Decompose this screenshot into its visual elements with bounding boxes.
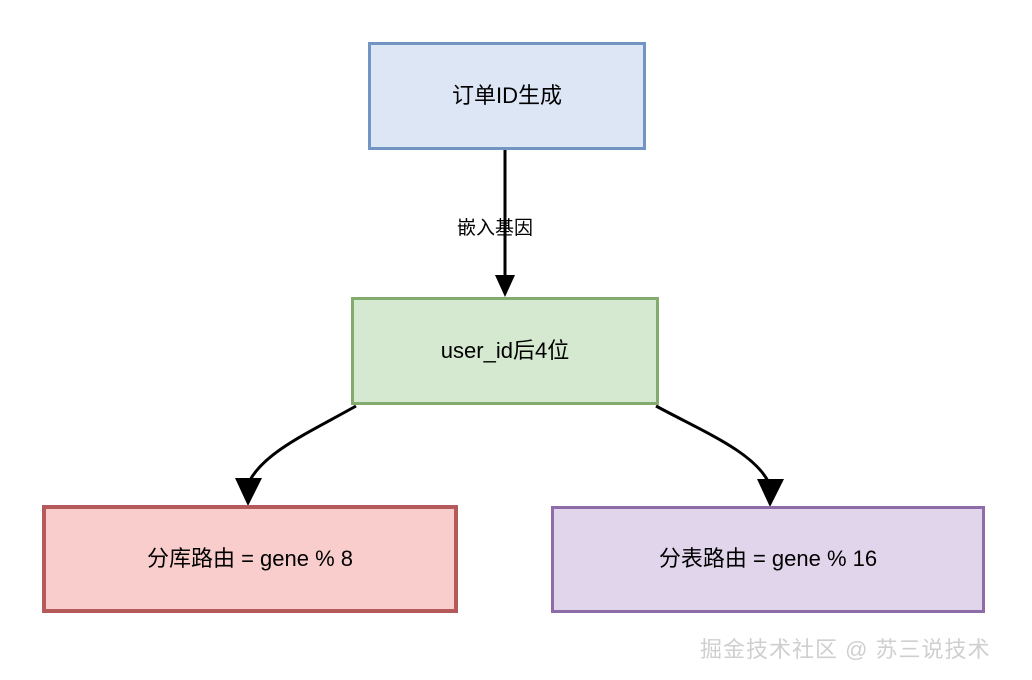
node-database-route-label: 分库路由 = gene % 8 bbox=[146, 545, 354, 571]
node-user-id-gene[interactable]: user_id后4位 bbox=[351, 297, 659, 405]
node-order-id-generation-label: 订单ID生成 bbox=[451, 82, 562, 108]
node-table-route[interactable]: 分表路由 = gene % 16 bbox=[551, 506, 985, 613]
edge-gene-to-db bbox=[235, 404, 357, 506]
edge-gene-to-table-arrowhead bbox=[757, 479, 784, 507]
edge-gene-to-db-line bbox=[247, 404, 357, 483]
edge-gene-to-db-arrowhead bbox=[235, 478, 262, 506]
edge-order-to-gene-arrowhead bbox=[495, 275, 515, 297]
watermark-text: 掘金技术社区 @ 苏三说技术 bbox=[700, 637, 991, 662]
edge-label-embed-gene: 嵌入基因 bbox=[457, 218, 534, 239]
edge-gene-to-table-line bbox=[655, 404, 771, 484]
node-database-route[interactable]: 分库路由 = gene % 8 bbox=[42, 505, 458, 613]
node-order-id-generation[interactable]: 订单ID生成 bbox=[368, 42, 646, 150]
edge-gene-to-table bbox=[655, 404, 784, 507]
node-user-id-gene-label: user_id后4位 bbox=[440, 337, 570, 363]
node-table-route-label: 分表路由 = gene % 16 bbox=[658, 546, 878, 572]
